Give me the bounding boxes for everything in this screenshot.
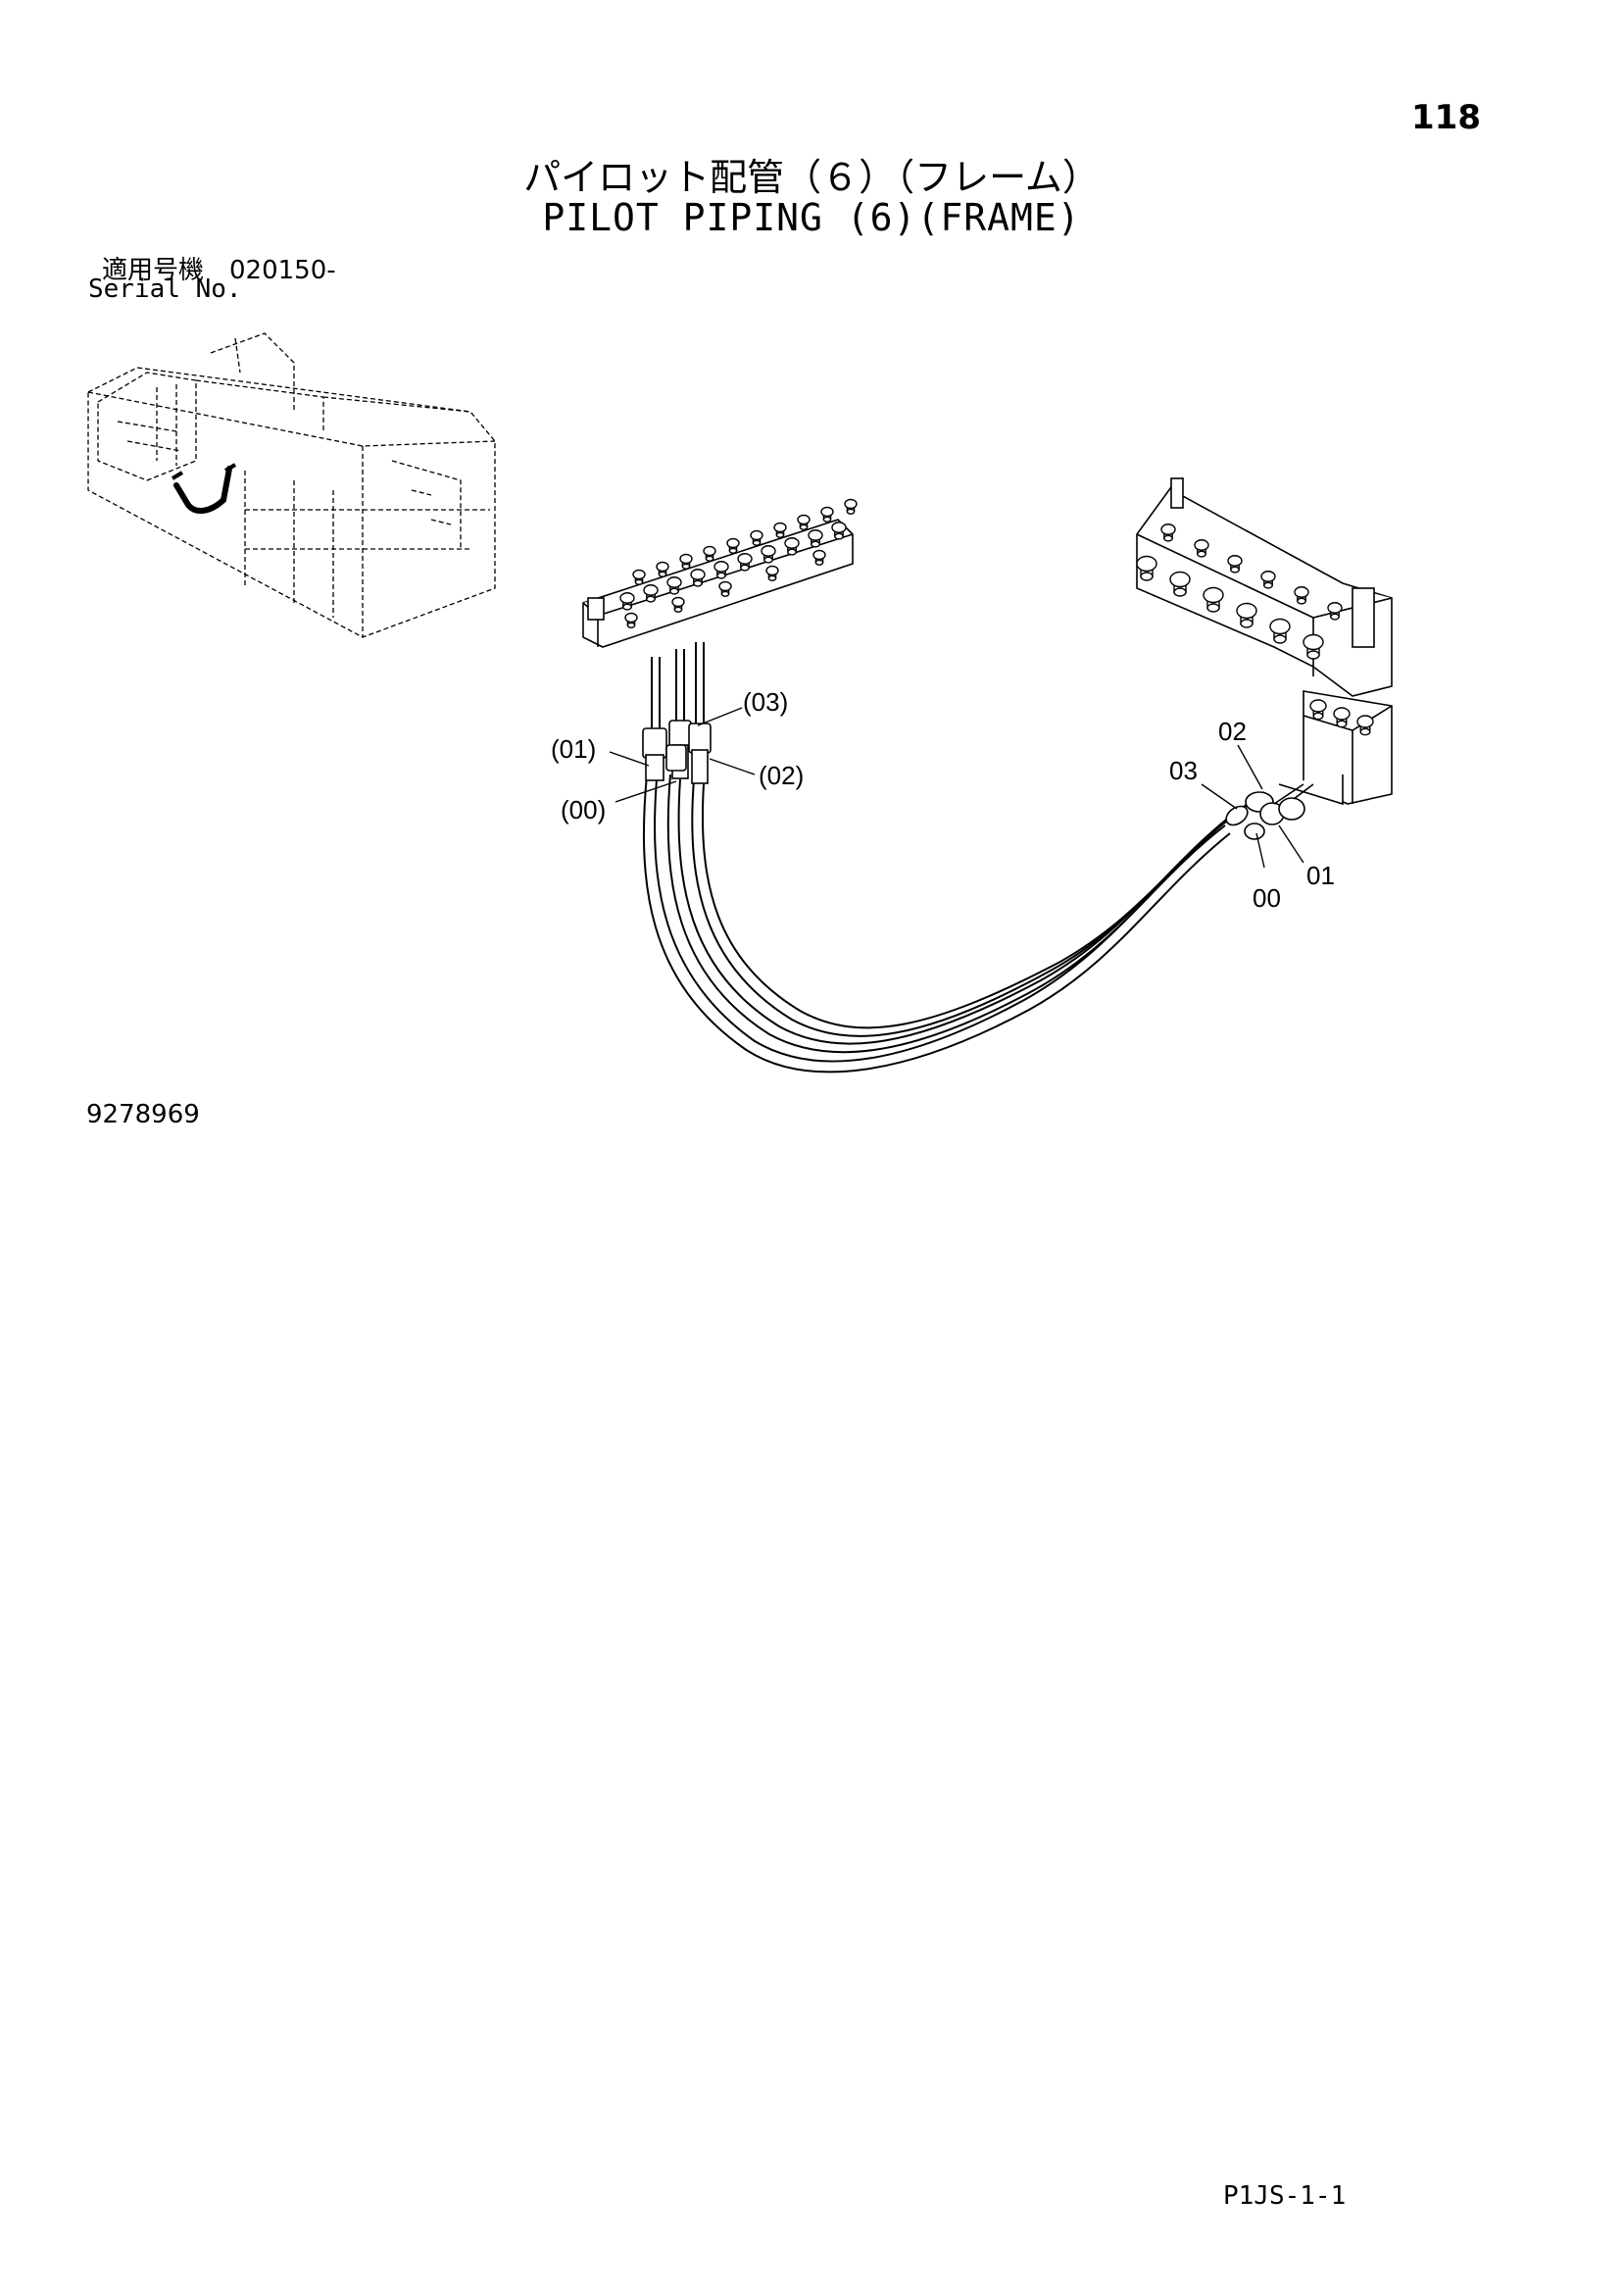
serial-label-japanese: 適用号機 020150- <box>102 256 336 285</box>
page-code: P1JS-1-1 <box>1223 2181 1347 2211</box>
drawing-number: 9278969 <box>86 1100 200 1129</box>
right-block-fittings <box>1136 524 1374 736</box>
machine-overview-sketch <box>87 332 496 638</box>
page-title-japanese: パイロット配管（６）（フレーム） <box>523 156 1100 199</box>
callout-leaders <box>609 707 1304 869</box>
highlighted-pipe <box>173 466 232 514</box>
pilot-hoses <box>642 642 1265 1073</box>
callout-right-03: 03 <box>1169 756 1198 785</box>
callout-left-02: (02) <box>759 761 804 790</box>
left-hose-fittings <box>642 720 712 784</box>
callout-right-01: 01 <box>1306 861 1335 890</box>
right-hose-fittings <box>1225 783 1314 840</box>
callout-right-02: 02 <box>1218 717 1247 746</box>
page-number: 118 <box>1411 98 1481 137</box>
left-block-fittings <box>619 498 858 628</box>
callout-left-01: (01) <box>551 734 596 764</box>
serial-label-english: Serial No. <box>88 275 242 304</box>
callout-left-00: (00) <box>561 795 606 824</box>
callout-right-00: 00 <box>1253 883 1281 913</box>
page-title-english: PILOT PIPING (6)(FRAME) <box>542 196 1081 239</box>
callout-left-03: (03) <box>743 687 788 717</box>
